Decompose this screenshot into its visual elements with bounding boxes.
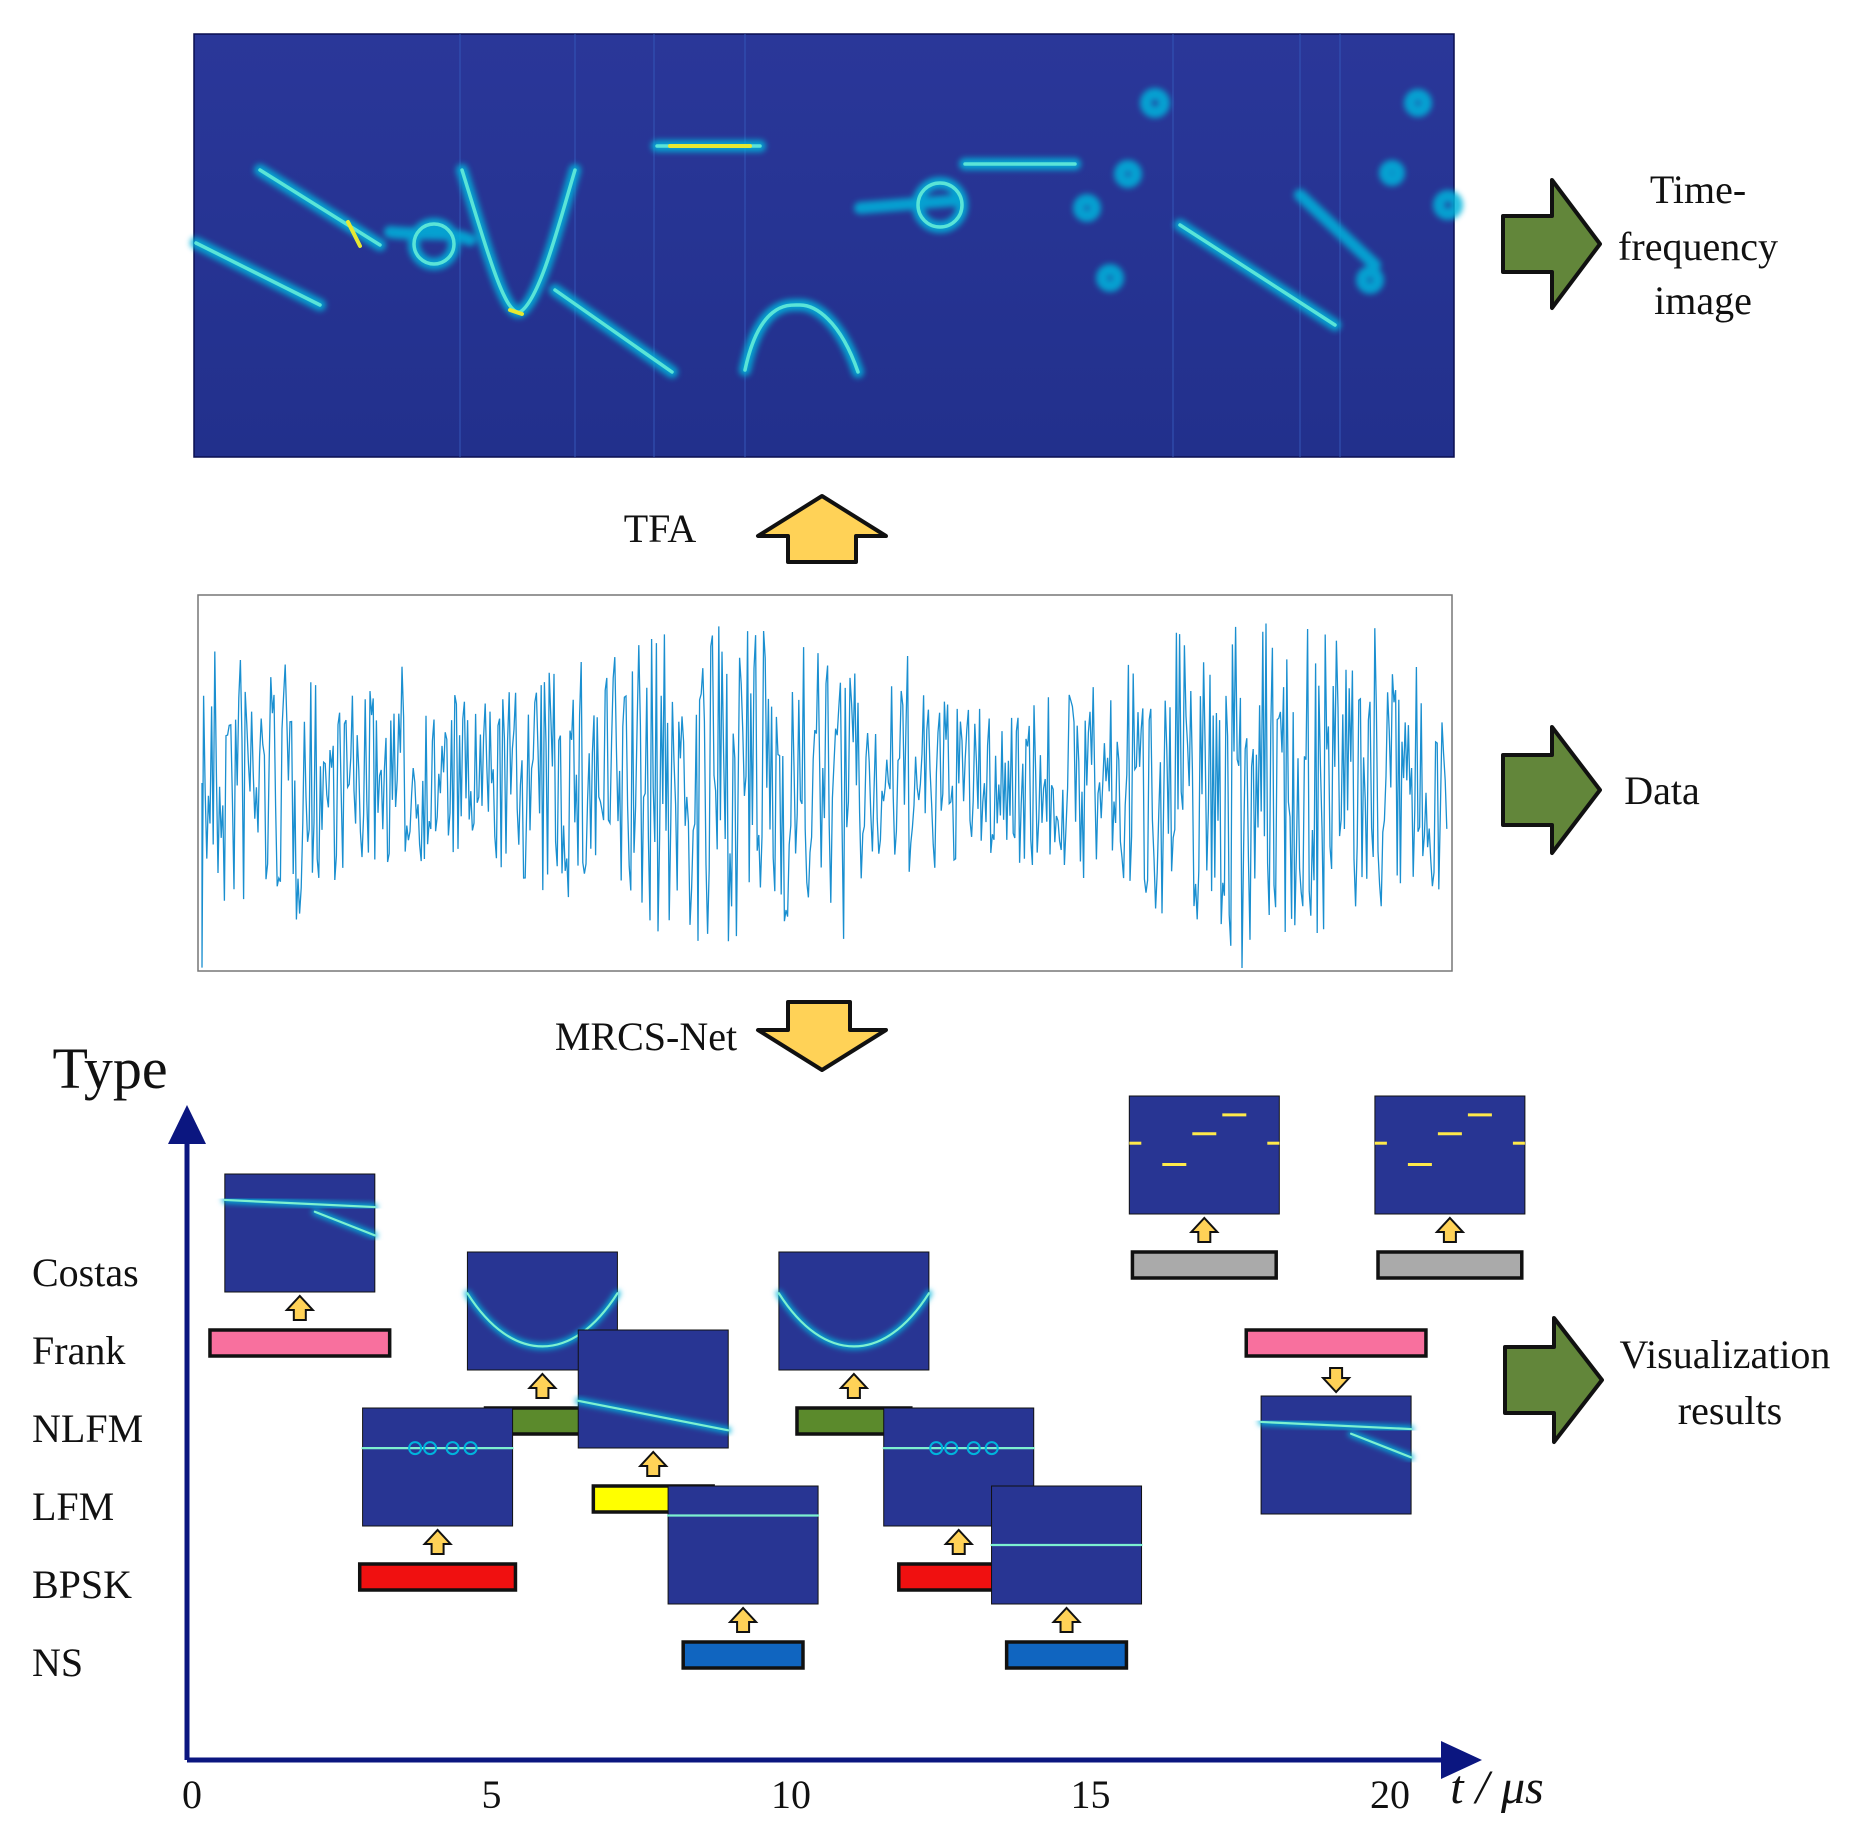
data-panel xyxy=(197,594,1453,972)
type-label-nlfm: NLFM xyxy=(32,1406,143,1451)
y-axis-title: Type xyxy=(52,1036,167,1101)
segment-pointer-arrow xyxy=(637,1450,669,1477)
net-label: MRCS-Net xyxy=(555,1014,737,1059)
type-label-ns: NS xyxy=(32,1640,83,1685)
type-label-frank: Frank xyxy=(32,1328,125,1373)
x-tick-5: 5 xyxy=(482,1772,502,1817)
segment-pointer-arrow xyxy=(727,1606,759,1633)
thumbnail-costas-11 xyxy=(1374,1095,1526,1243)
segment-bar xyxy=(681,1640,805,1670)
segment-bar xyxy=(1130,1250,1278,1280)
tf-image-side-arrow xyxy=(1501,178,1602,310)
segment-frank-10 xyxy=(1244,1328,1428,1358)
tfa-label: TFA xyxy=(624,506,697,551)
segment-pointer-arrow xyxy=(1189,1216,1220,1243)
thumbnail-frank-1 xyxy=(221,1173,378,1321)
tf-streaks xyxy=(459,34,1341,457)
visualization-label: Visualization results xyxy=(1620,1332,1841,1433)
segment-pointer-arrow xyxy=(1434,1216,1466,1243)
segment-pointer-arrow xyxy=(943,1528,975,1555)
segment-bar xyxy=(208,1328,392,1358)
segment-bar xyxy=(1244,1328,1428,1358)
segment-bar xyxy=(357,1562,518,1592)
net-arrow xyxy=(756,1000,888,1072)
thumbnail-frank-10 xyxy=(1258,1367,1415,1515)
visualization-label-line2: results xyxy=(1678,1388,1782,1433)
thumbnail-background xyxy=(778,1251,930,1371)
type-label-lfm: LFM xyxy=(32,1484,114,1529)
segment-bar xyxy=(1004,1640,1129,1670)
thumbnail-lfm-4 xyxy=(575,1329,732,1477)
thumbnail-background xyxy=(577,1329,729,1449)
tfa-arrow xyxy=(756,494,888,564)
tf-ridges xyxy=(190,88,1463,378)
thumbnail-background xyxy=(667,1485,819,1605)
segment-frank-1 xyxy=(208,1328,392,1358)
x-tick-20: 20 xyxy=(1370,1772,1410,1817)
segment-bar xyxy=(1376,1250,1524,1280)
segment-costas-9 xyxy=(1130,1250,1278,1280)
visualization-label-line1: Visualization xyxy=(1620,1332,1831,1377)
tf-image-label-line3: image xyxy=(1654,278,1752,323)
timeline-thumbnails xyxy=(221,1095,1526,1633)
thumbnail-nlfm-6 xyxy=(775,1251,932,1399)
segment-pointer-arrow xyxy=(1051,1606,1082,1633)
segment-pointer-arrow xyxy=(422,1528,453,1555)
x-tick-labels: 0 5 10 15 20 xyxy=(182,1772,1410,1817)
data-waveform xyxy=(201,623,1448,969)
y-axis-arrowhead xyxy=(168,1105,206,1144)
thumbnail-background xyxy=(224,1173,376,1293)
thumbnail-costas-9 xyxy=(1128,1095,1280,1243)
x-tick-10: 10 xyxy=(771,1772,811,1817)
tf-image-background xyxy=(193,33,1455,458)
segment-pointer-arrow xyxy=(527,1372,558,1399)
segment-ns-8 xyxy=(1004,1640,1129,1670)
thumbnail-bpsk-2 xyxy=(359,1407,516,1555)
data-side-arrow xyxy=(1501,725,1602,855)
segment-bpsk-2 xyxy=(357,1562,518,1592)
tf-image-label-line1: Time- xyxy=(1650,167,1746,212)
thumbnail-background xyxy=(1128,1095,1280,1215)
segment-pointer-arrow xyxy=(284,1294,316,1321)
tf-image-label-line2: frequency xyxy=(1618,224,1778,269)
segment-costas-11 xyxy=(1376,1250,1524,1280)
thumbnail-background xyxy=(1260,1395,1412,1515)
segment-ns-5 xyxy=(681,1640,805,1670)
data-label: Data xyxy=(1624,768,1700,813)
tf-image-panel xyxy=(190,33,1463,458)
type-label-costas: Costas xyxy=(32,1250,139,1295)
x-axis-label: t / μs xyxy=(1450,1761,1543,1814)
x-axis-arrowhead xyxy=(1441,1741,1482,1779)
thumbnail-ns-5 xyxy=(665,1485,822,1633)
timeline-axes xyxy=(168,1105,1482,1779)
thumbnail-ns-8 xyxy=(988,1485,1145,1633)
x-tick-15: 15 xyxy=(1071,1772,1111,1817)
segment-pointer-arrow xyxy=(838,1372,870,1399)
visualization-side-arrow xyxy=(1503,1316,1604,1444)
thumbnail-background xyxy=(362,1407,514,1527)
type-label-bpsk: BPSK xyxy=(32,1562,132,1607)
tf-image-label: Time- frequency image xyxy=(1618,167,1788,323)
segment-pointer-arrow xyxy=(1320,1367,1352,1394)
thumbnail-background xyxy=(1374,1095,1526,1215)
x-tick-0: 0 xyxy=(182,1772,202,1817)
